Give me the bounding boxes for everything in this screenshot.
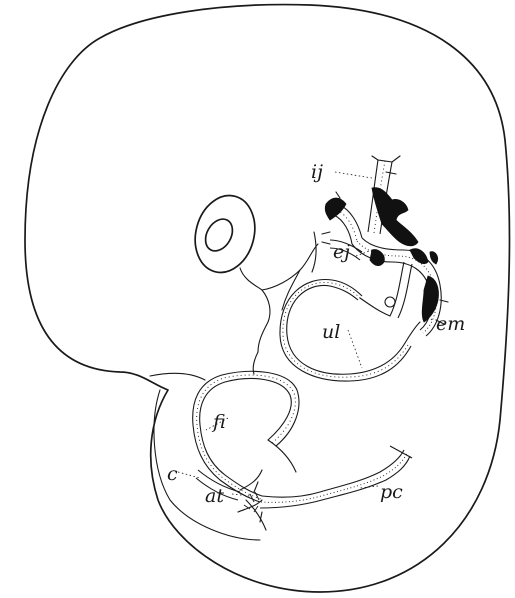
label-ij: ij [311, 161, 323, 183]
vitelline-vessel [390, 262, 412, 318]
femoral-iliac-loop [193, 371, 299, 502]
limb-fold [150, 373, 205, 380]
branchial-lines [253, 232, 318, 374]
label-at: at [205, 485, 224, 507]
optic-ring [187, 189, 263, 290]
label-pc: pc [380, 481, 403, 503]
label-ej: ej [333, 241, 350, 263]
label-c: c [167, 463, 178, 485]
label-em: em [436, 313, 465, 335]
label-fi: fi [211, 411, 226, 433]
label-ul: ul [322, 321, 340, 343]
umbilical-loop [280, 280, 420, 382]
